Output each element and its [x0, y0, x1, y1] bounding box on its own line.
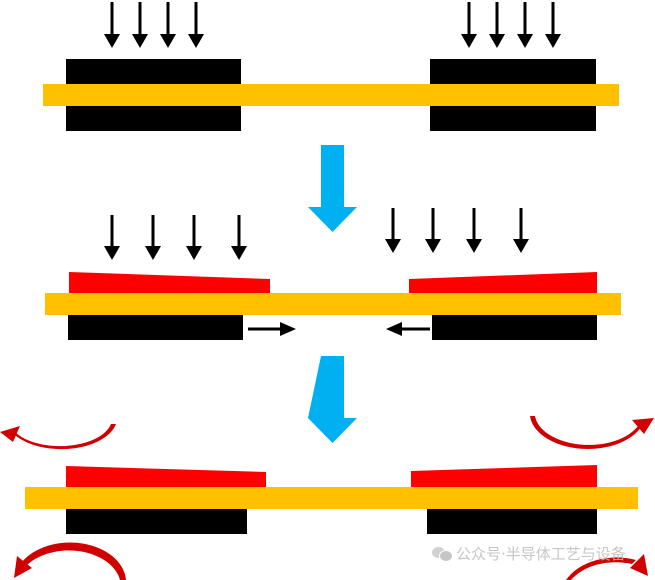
shrink-arrow-right	[386, 322, 430, 336]
left-clamp-bottom	[66, 509, 247, 534]
watermark: 公众号·半导体工艺与设备	[432, 540, 626, 566]
right-clamp-bottom	[432, 315, 597, 340]
left-deformed-layer	[69, 272, 270, 294]
force-arrows-left	[104, 2, 204, 48]
wechat-logo-icon	[432, 545, 453, 562]
substrate-strip	[25, 487, 638, 509]
substrate-strip	[45, 293, 621, 315]
release-arrow-bottom-left	[14, 542, 126, 580]
shrink-arrow-left	[248, 322, 296, 336]
release-arrow-top-left	[0, 424, 116, 450]
stage-3	[0, 416, 654, 580]
release-arrow-bottom-right	[566, 554, 648, 580]
right-deformed-layer	[409, 272, 597, 294]
left-clamp-bottom	[68, 315, 243, 340]
right-deformed-layer	[411, 465, 597, 488]
watermark-text: 公众号·半导体工艺与设备	[456, 544, 626, 563]
right-clamp-bottom	[427, 509, 597, 534]
substrate-strip	[43, 84, 619, 106]
force-arrows-right	[461, 2, 561, 48]
stage-transition-arrow-1	[308, 145, 357, 232]
right-clamp-bottom	[430, 106, 596, 131]
stage-1	[43, 2, 619, 131]
force-arrows-right	[385, 208, 529, 253]
right-clamp-top	[430, 59, 596, 84]
left-deformed-layer	[66, 466, 266, 488]
force-arrows-left	[104, 215, 247, 260]
left-clamp-top	[66, 59, 241, 84]
stage-transition-arrow-2	[308, 356, 357, 443]
stage-2	[45, 208, 621, 340]
left-clamp-bottom	[66, 106, 241, 131]
release-arrow-top-right	[530, 416, 654, 449]
